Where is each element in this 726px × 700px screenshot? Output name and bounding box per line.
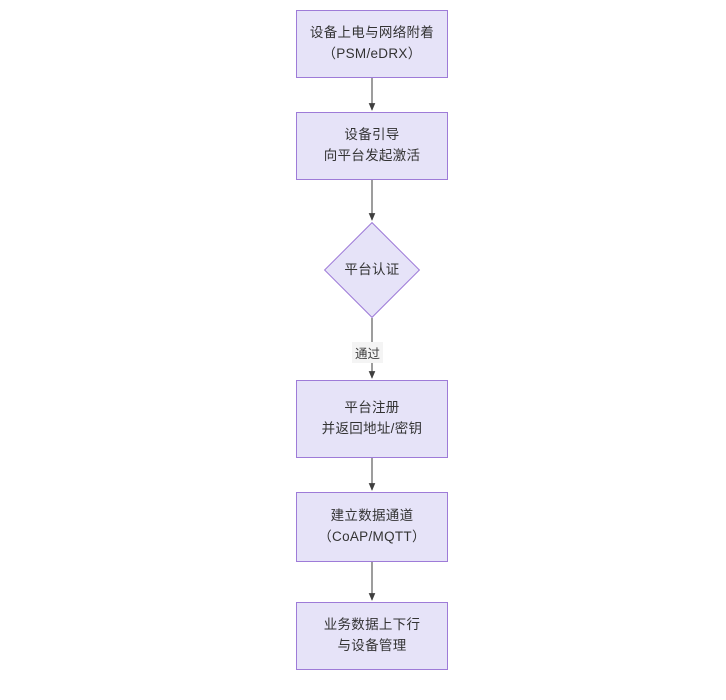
edge-label-pass: 通过	[352, 342, 384, 363]
node-channel[interactable]: 建立数据通道 （CoAP/MQTT）	[296, 492, 448, 562]
node-register-line1: 平台注册	[344, 400, 400, 416]
node-bootstrap-line2: 向平台发起激活	[323, 148, 421, 163]
node-data-mgmt-line2: 与设备管理	[337, 638, 407, 653]
node-power-on[interactable]: 设备上电与网络附着 （PSM/eDRX）	[296, 10, 448, 78]
node-bootstrap-line1: 设备引导	[344, 127, 400, 143]
node-register-line2: 并返回地址/密钥	[321, 421, 423, 436]
node-channel-line1: 建立数据通道	[330, 508, 414, 524]
node-power-on-line1: 设备上电与网络附着	[309, 25, 435, 41]
node-auth-decision-label: 平台认证	[344, 261, 400, 277]
node-bootstrap[interactable]: 设备引导 向平台发起激活	[296, 112, 448, 180]
node-channel-line2: （CoAP/MQTT）	[318, 529, 426, 544]
node-register[interactable]: 平台注册 并返回地址/密钥	[296, 380, 448, 458]
node-data-mgmt-line1: 业务数据上下行	[323, 617, 421, 633]
node-data-mgmt[interactable]: 业务数据上下行 与设备管理	[296, 602, 448, 670]
node-auth-decision[interactable]: 平台认证	[323, 221, 421, 319]
node-power-on-line2: （PSM/eDRX）	[322, 46, 422, 61]
